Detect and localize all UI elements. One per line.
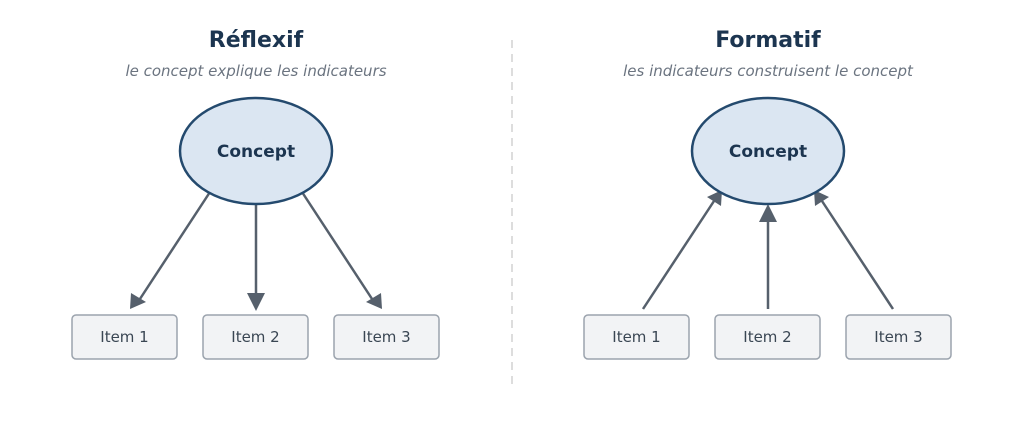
arrowhead-item-3 bbox=[366, 293, 382, 309]
item-label-2: Item 2 bbox=[743, 328, 791, 346]
concept-label: Concept bbox=[729, 142, 807, 162]
item-box-3 bbox=[333, 314, 440, 360]
item-box-2 bbox=[714, 314, 821, 360]
arrowhead-from-item-1 bbox=[707, 190, 722, 206]
arrowhead-from-item-2 bbox=[759, 204, 777, 222]
item-box-3 bbox=[845, 314, 952, 360]
concept-label: Concept bbox=[217, 142, 295, 162]
item-box-1 bbox=[71, 314, 178, 360]
arrowhead-from-item-3 bbox=[814, 190, 829, 206]
item-label-1: Item 1 bbox=[612, 328, 660, 346]
arrow-item-3-to-concept bbox=[818, 197, 895, 310]
item-label-3: Item 3 bbox=[362, 328, 410, 346]
panel-title: Réflexif bbox=[209, 28, 304, 53]
arrowhead-item-1 bbox=[130, 293, 146, 309]
item-box-2 bbox=[202, 314, 309, 360]
concept-node bbox=[690, 96, 846, 206]
item-label-1: Item 1 bbox=[100, 328, 148, 346]
concept-node bbox=[178, 96, 334, 206]
panel-subtitle: les indicateurs construisent le concept bbox=[623, 62, 914, 80]
arrow-concept-to-item-3 bbox=[300, 191, 378, 306]
panel-subtitle: le concept explique les indicateurs bbox=[125, 62, 386, 80]
arrowhead-item-2 bbox=[247, 293, 265, 311]
panel-title: Formatif bbox=[715, 28, 821, 53]
arrow-concept-to-item-1 bbox=[134, 191, 212, 306]
item-label-2: Item 2 bbox=[231, 328, 279, 346]
panel-formative: Formatif les indicateurs construisent le… bbox=[583, 28, 952, 360]
arrow-item-1-to-concept bbox=[641, 197, 718, 310]
item-label-3: Item 3 bbox=[874, 328, 922, 346]
panel-reflexive: Réflexif le concept explique les indicat… bbox=[71, 28, 440, 360]
item-box-1 bbox=[583, 314, 690, 360]
